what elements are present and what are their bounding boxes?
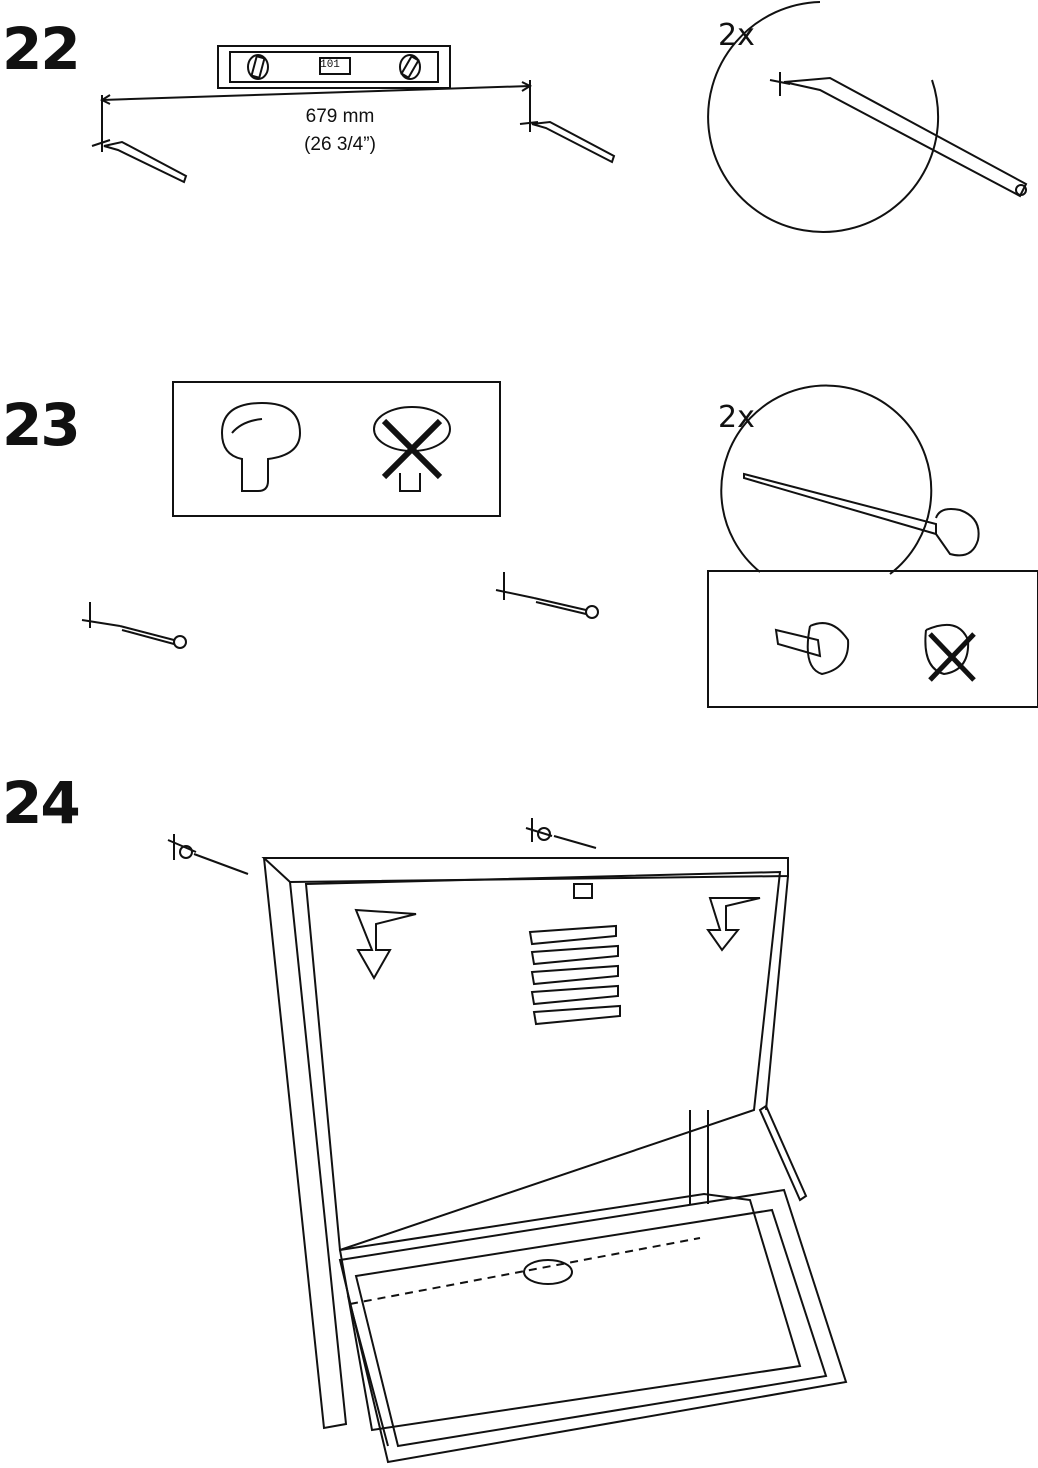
dimension-imperial: (26 3/4”) [270,132,410,158]
cabinet-illustration [160,810,880,1468]
quantity-label: 2x [718,400,755,435]
screw-icon [168,834,248,874]
screw-icon [82,602,186,648]
step-24-number: 24 [2,774,79,832]
screw-icon [496,572,598,618]
pencil-icon [92,136,186,182]
pencil-icon [770,72,1026,196]
dimension-metric: 679 mm [270,104,410,130]
screw-placement-left [80,600,200,660]
level-reading: 101 [320,59,340,71]
wall-plug-icon [222,403,300,491]
pencil-icon [520,116,614,162]
plug-correct-incorrect-box [172,381,502,518]
screw-placement-right [490,570,610,630]
arrow-down-icon [708,898,760,950]
step-22-number: 22 [2,20,79,78]
screw-icon [744,474,979,555]
quantity-label: 2x [718,18,755,53]
wall-plug-icon [776,623,848,674]
step-23-number: 23 [2,396,79,454]
cross-icon [384,421,440,477]
arrow-down-icon [356,910,416,978]
screw-icon [526,818,596,848]
cross-icon [930,634,974,680]
